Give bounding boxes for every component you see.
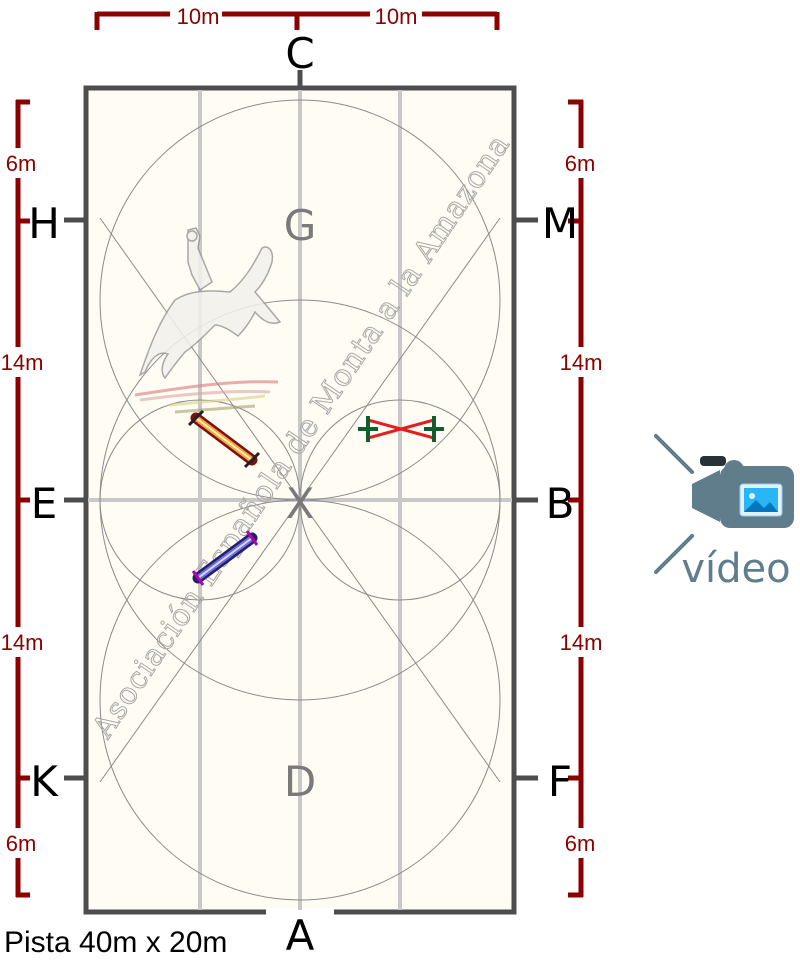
- letter-e: E: [31, 479, 58, 528]
- right-dim-label: 14m: [560, 630, 603, 655]
- horse-rider-logo: [138, 227, 282, 380]
- left-dim-label: 14m: [1, 350, 44, 375]
- letter-m: M: [542, 199, 578, 248]
- letter-h: H: [28, 199, 60, 248]
- letter-f: F: [548, 757, 572, 806]
- blue-pole: [191, 530, 259, 586]
- letter-c: C: [285, 29, 314, 78]
- orange-pole: [187, 409, 261, 469]
- marker-ticks: [64, 70, 538, 781]
- letter-k: K: [30, 757, 59, 806]
- right-dim-label: 6m: [565, 831, 596, 856]
- arena-size-caption: Pista 40m x 20m: [4, 926, 227, 959]
- right-dim-label: 14m: [560, 350, 603, 375]
- left-dim-label: 6m: [6, 831, 37, 856]
- arena-entrance: [266, 908, 334, 916]
- letter-x: X: [286, 479, 315, 528]
- letter-a: A: [286, 911, 315, 960]
- cross-obstacle: [358, 416, 444, 442]
- right-dimension-bracket: [568, 99, 584, 898]
- top-dimension-bracket: [94, 11, 500, 30]
- logo-ribbons: [134, 380, 279, 414]
- letter-g: G: [284, 201, 317, 250]
- letter-b: B: [546, 479, 575, 528]
- letter-d: D: [284, 757, 316, 806]
- arena-figures: [99, 99, 501, 901]
- left-dim-label: 14m: [1, 630, 44, 655]
- video-label: vídeo: [681, 546, 790, 592]
- left-dimension-bracket: [15, 99, 30, 898]
- left-dim-label: 6m: [6, 151, 37, 176]
- right-dim-label: 6m: [565, 151, 596, 176]
- video-camera-icon[interactable]: vídeo: [654, 434, 794, 592]
- top-dim-right-label: 10m: [375, 4, 418, 29]
- top-dim-left-label: 10m: [177, 4, 220, 29]
